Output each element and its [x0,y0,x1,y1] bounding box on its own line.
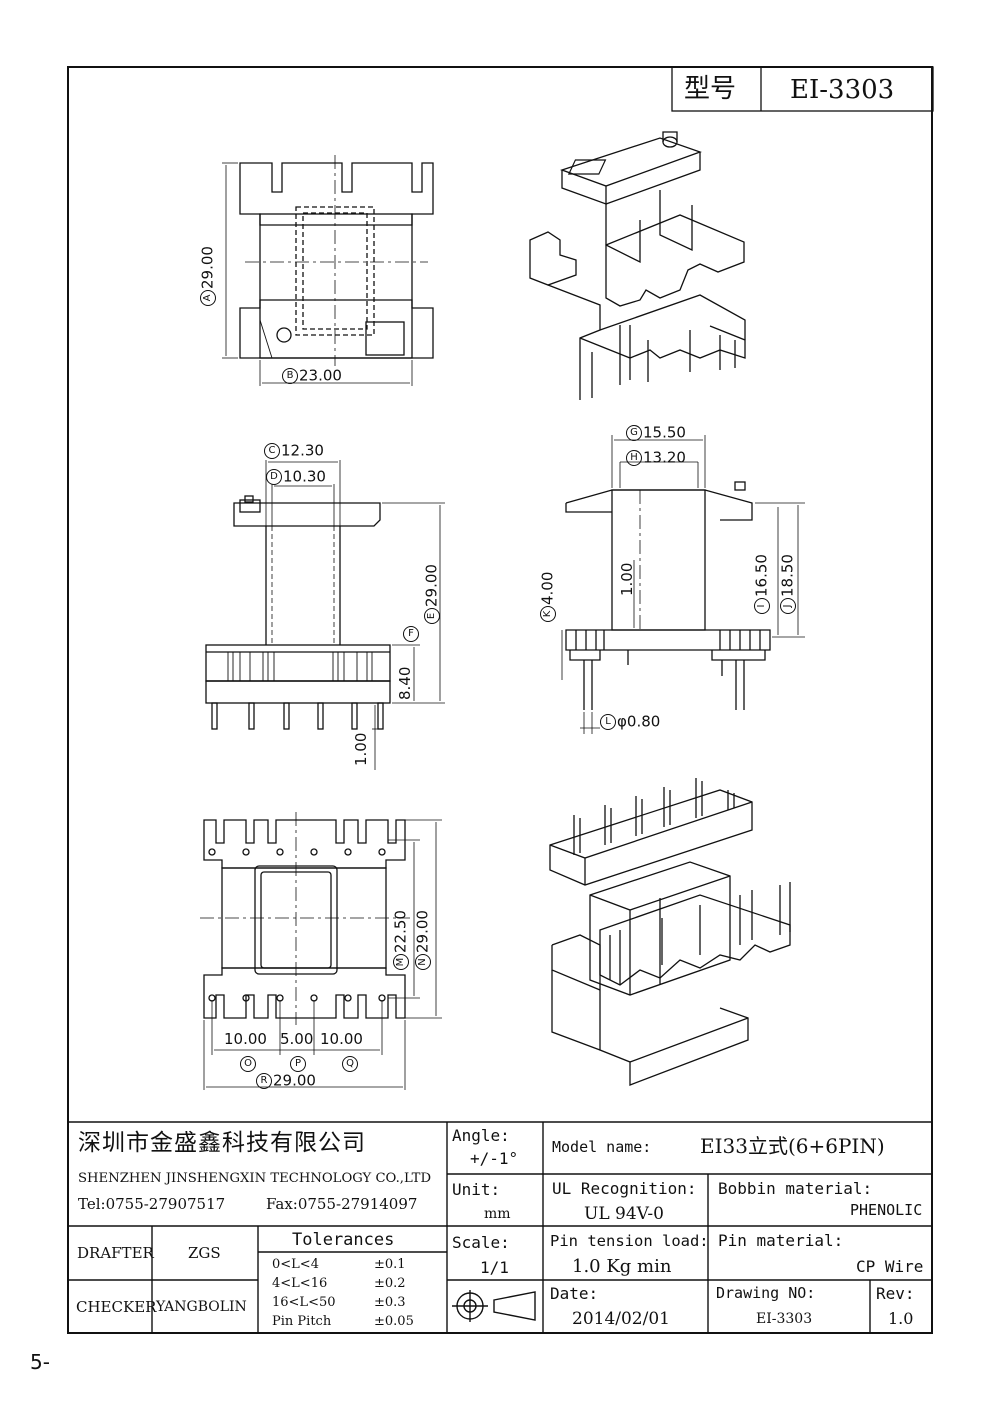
rev-label: Rev: [876,1284,915,1303]
dim-p: 5.00 [280,1030,314,1048]
checker-label: CHECKER [76,1298,157,1316]
company-cn: 深圳市金盛鑫科技有限公司 [78,1130,366,1156]
dim-mid: 1.00 [618,562,636,596]
model-header-box [671,66,934,112]
pin-tension-label: Pin tension load: [550,1232,709,1250]
tolerances-title: Tolerances [292,1230,395,1250]
dim-p-letter: P [290,1056,307,1072]
side-view [561,435,805,734]
page-number: 5- [30,1350,50,1374]
iso-view-top [529,131,746,400]
bobbin-label: Bobbin material: [718,1179,873,1198]
angle-value: +/-1° [470,1149,519,1168]
model-label: 型号 [684,74,737,104]
dim-j: J18.50 [779,554,797,614]
rev-value: 1.0 [888,1309,914,1328]
model-name-label: Model name: [552,1138,652,1156]
bottom-view [200,812,442,1090]
unit-label: Unit: [452,1180,501,1199]
tol-range-2: 4<L<16 [272,1276,328,1291]
drawing-no-value: EI-3303 [756,1311,813,1327]
dim-q: 10.00 [320,1030,363,1048]
iso-view-exploded [549,778,791,1086]
dim-o-letter: O [240,1056,257,1072]
tol-value-2: ±0.2 [374,1276,406,1291]
model-value: EI-3303 [790,75,895,105]
pin-material-label: Pin material: [718,1231,844,1250]
unit-value: mm [484,1206,511,1222]
drawing-no-label: Drawing NO: [716,1284,816,1302]
ul-label: UL Recognition: [552,1179,697,1198]
dim-m: M22.50 [392,910,410,970]
dim-f: 8.40 [396,666,414,700]
date-label: Date: [550,1284,599,1303]
fax: Fax:0755-27914097 [266,1195,418,1213]
dim-pin-length: 1.00 [352,732,370,766]
dim-n: N29.00 [414,910,432,970]
tol-value-1: ±0.1 [374,1257,406,1272]
scale-value: 1/1 [480,1258,509,1277]
tol-range-3: 16<L<50 [272,1295,336,1310]
angle-label: Angle: [452,1126,510,1145]
dim-i: I16.50 [753,554,771,614]
checker-value: YANGBOLIN [156,1299,247,1315]
dim-f-letter: F [403,626,420,642]
model-name-value: EI33立式(6+6PIN) [700,1134,885,1158]
dim-o: 10.00 [224,1030,267,1048]
front-view [205,460,445,770]
tol-range-4: Pin Pitch [272,1314,332,1329]
top-view [222,155,434,386]
title-block-lines [67,1121,933,1334]
tol-value-3: ±0.3 [374,1295,406,1310]
bobbin-value: PHENOLIC [850,1201,923,1219]
scale-label: Scale: [452,1233,510,1252]
date-value: 2014/02/01 [572,1309,670,1329]
tel: Tel:0755-27907517 [78,1195,226,1213]
tol-value-4: ±0.05 [374,1314,414,1329]
drawing-sheet [67,66,933,1334]
drafter-value: ZGS [188,1244,221,1262]
dim-a: A29.00 [199,246,217,306]
pin-tension-value: 1.0 Kg min [572,1256,672,1277]
tol-range-1: 0<L<4 [272,1257,319,1272]
company-en: SHENZHEN JINSHENGXIN TECHNOLOGY CO.,LTD [78,1171,432,1186]
pin-material-value: CP Wire [856,1257,924,1276]
ul-value: UL 94V-0 [584,1204,664,1224]
dim-k: K4.00 [539,572,557,622]
dim-e: E29.00 [423,564,441,624]
drafter-label: DRAFTER [77,1244,154,1262]
dim-q-letter: Q [342,1056,359,1072]
